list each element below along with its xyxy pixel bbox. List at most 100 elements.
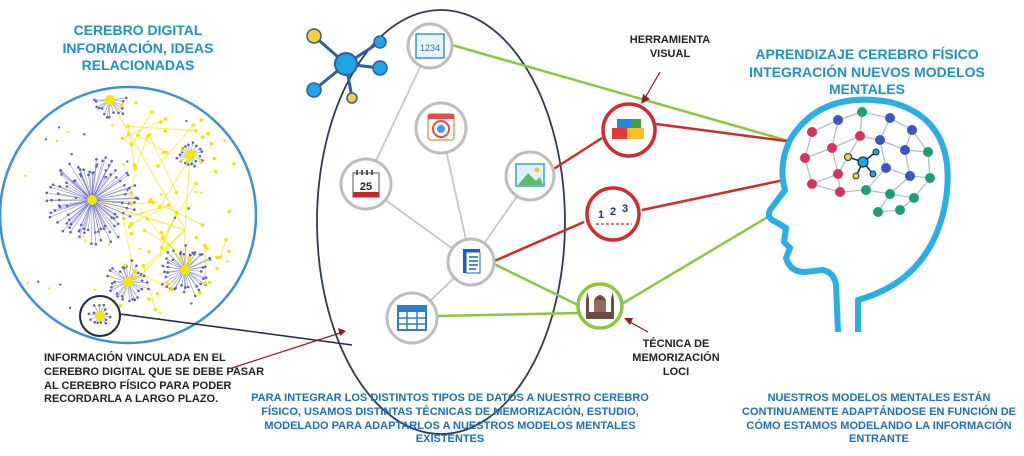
network-node <box>184 244 187 247</box>
network-node <box>861 185 871 195</box>
network-node <box>94 242 98 246</box>
network-node <box>193 294 197 298</box>
physical-title-line: APRENDIZAJE CEREBRO FÍSICO <box>755 46 979 62</box>
network-node <box>126 188 129 192</box>
network-node <box>104 318 108 321</box>
network-node <box>142 274 146 278</box>
network-node <box>114 176 118 179</box>
network-node <box>61 229 65 233</box>
network-node <box>203 281 208 285</box>
network-node <box>94 231 97 234</box>
network-node <box>169 287 174 292</box>
network-node <box>180 148 185 152</box>
network-node <box>208 258 212 261</box>
network-node <box>128 299 131 303</box>
network-node <box>179 159 183 162</box>
network-node <box>59 169 63 173</box>
network-node <box>96 163 99 166</box>
network-node <box>140 279 144 282</box>
network-node <box>95 165 98 168</box>
network-node <box>223 139 226 142</box>
network-node <box>68 226 71 229</box>
network-node <box>212 156 217 161</box>
network-node <box>87 173 90 177</box>
network-node <box>66 213 70 216</box>
network-node <box>103 224 107 228</box>
network-node <box>58 185 62 188</box>
network-edge <box>69 199 93 228</box>
network-node <box>126 160 129 163</box>
network-edge <box>91 199 118 217</box>
network-node <box>215 266 219 271</box>
network-node <box>135 264 138 268</box>
network-node <box>194 190 197 194</box>
network-node <box>164 275 168 279</box>
network-node <box>200 135 205 139</box>
digital-brain-network <box>0 85 258 345</box>
network-node <box>873 207 883 217</box>
network-node <box>165 257 168 260</box>
network-node <box>164 150 169 155</box>
visual-tool-label: HERRAMIENTA VISUAL <box>620 34 720 62</box>
network-node <box>182 252 186 256</box>
network-node <box>121 99 125 103</box>
network-node <box>165 281 170 286</box>
network-edge <box>831 135 861 149</box>
loci-node <box>576 282 624 330</box>
cluster-connector-line <box>119 313 353 346</box>
network-node <box>119 103 124 107</box>
network-node <box>110 282 114 285</box>
network-node <box>191 251 195 255</box>
steps-node: 1 2 3 <box>585 186 641 242</box>
loci-line-3: LOCI <box>662 365 690 378</box>
network-node <box>184 286 187 289</box>
network-node <box>909 193 919 203</box>
document-node <box>446 237 496 287</box>
network-node <box>76 166 80 169</box>
network-node <box>108 269 112 272</box>
network-node <box>156 164 160 168</box>
network-node <box>120 201 124 205</box>
network-node <box>197 291 202 295</box>
network-node <box>108 115 111 119</box>
network-edge <box>157 124 194 167</box>
network-node <box>166 261 170 264</box>
network-node <box>95 311 105 321</box>
network-node <box>74 196 78 200</box>
network-edge <box>91 185 136 201</box>
network-node <box>82 227 86 231</box>
network-node <box>182 290 186 294</box>
table-node <box>385 291 439 345</box>
network-node <box>175 156 179 160</box>
network-node <box>104 175 108 179</box>
integrate-line-1: PARA INTEGRAR LOS DISTINTOS TIPOS DE DAT… <box>251 392 649 404</box>
network-node <box>159 230 164 235</box>
network-node <box>190 162 193 166</box>
network-node <box>151 200 155 205</box>
network-edge <box>121 137 132 145</box>
network-edge <box>91 199 111 233</box>
network-node <box>187 207 190 210</box>
network-node <box>70 152 73 156</box>
network-node <box>102 227 106 231</box>
numbers-icon-text: 1234 <box>420 43 440 53</box>
network-node <box>201 266 205 269</box>
network-node <box>199 282 202 286</box>
network-node <box>66 130 69 134</box>
network-node <box>885 189 895 199</box>
network-node <box>48 287 51 290</box>
network-node <box>86 228 90 232</box>
network-node <box>187 143 190 147</box>
network-edge <box>91 198 138 201</box>
network-node <box>120 136 124 141</box>
network-node <box>92 304 96 307</box>
network-node <box>166 250 170 254</box>
network-edge <box>62 199 93 232</box>
network-node <box>133 201 136 204</box>
network-node <box>53 208 57 212</box>
network-node <box>158 120 163 124</box>
network-node <box>161 283 164 286</box>
network-node <box>204 276 208 280</box>
network-node <box>194 235 199 240</box>
network-node <box>226 260 229 263</box>
